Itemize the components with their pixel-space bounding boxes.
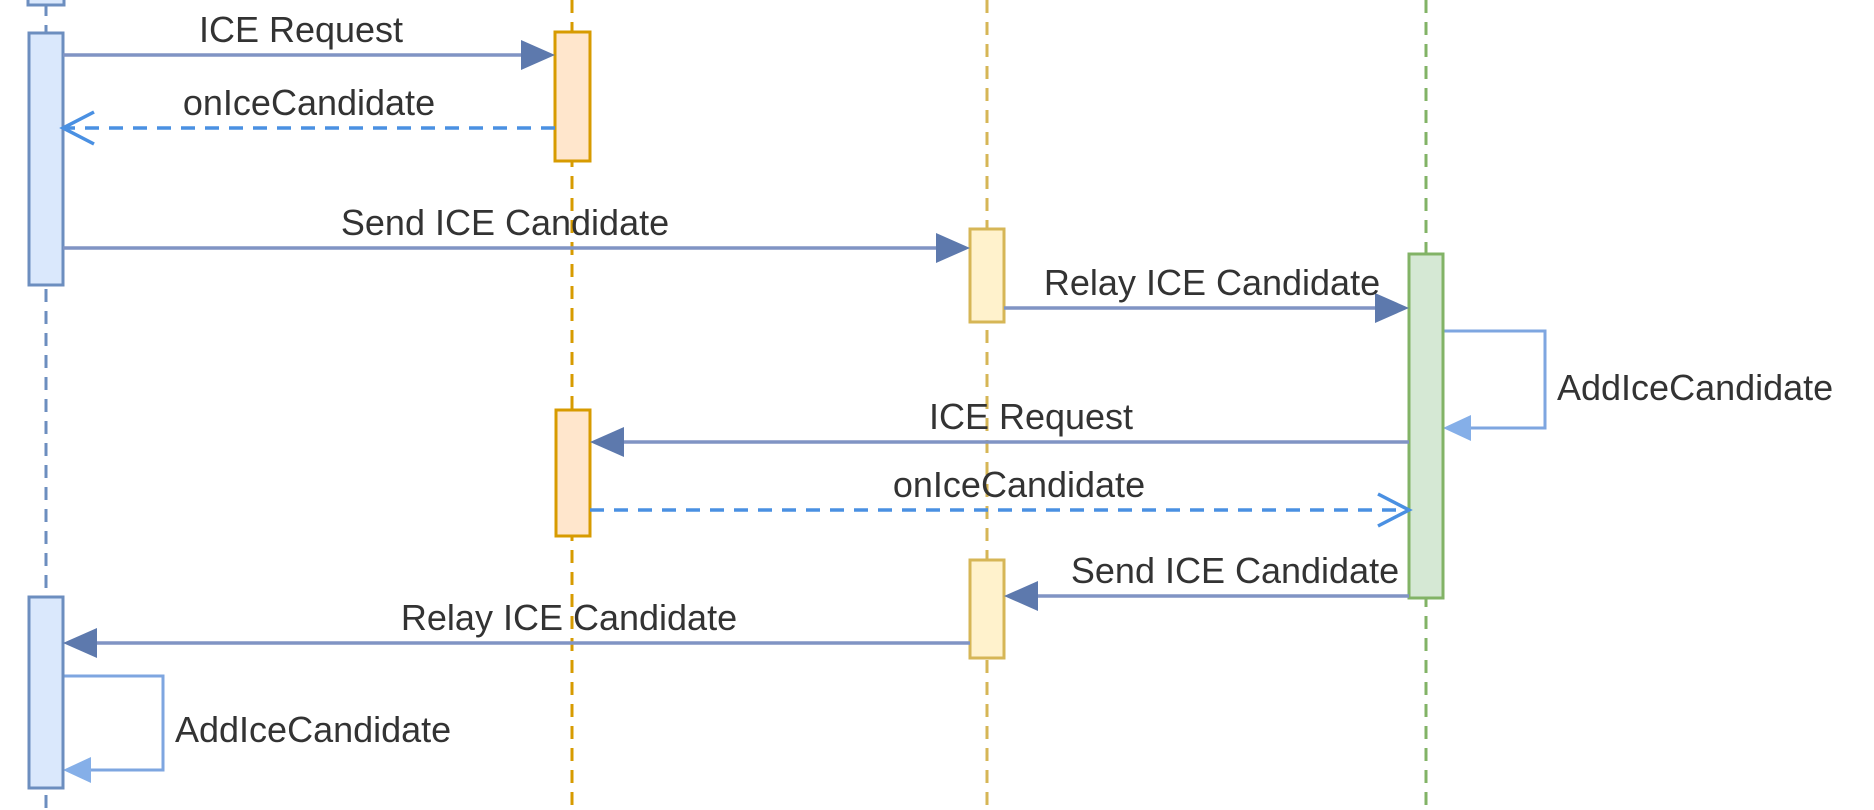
activation-signaling-server-1 [968,227,1006,324]
message-label-relay-ice-candidate-b: Relay ICE Candidate [1044,262,1380,303]
activation-stun-server-1 [553,30,592,163]
message-arrowhead-send-ice-candidate-b [1004,581,1038,611]
activation-client-b-1 [1407,252,1445,600]
self-message-arrowhead-add-ice-candidate-a [63,757,91,783]
activation-signaling-server-2 [968,558,1006,660]
self-message-arrowhead-add-ice-candidate-b [1443,415,1471,441]
message-label-send-ice-candidate-b: Send ICE Candidate [1071,550,1399,591]
message-label-send-ice-candidate-a: Send ICE Candidate [341,202,669,243]
participant-box-client-a [26,0,66,7]
self-message-label-add-ice-candidate-a: AddIceCandidate [175,709,451,750]
activation-client-a-1 [27,31,65,287]
message-arrowhead-relay-ice-candidate-a [63,628,97,658]
self-message-line-add-ice-candidate-a [63,674,165,772]
message-open-arrowhead-on-ice-candidate-a [59,110,95,146]
message-arrowhead-relay-ice-candidate-b [1375,293,1409,323]
self-message-label-add-ice-candidate-b: AddIceCandidate [1557,367,1833,408]
message-arrowhead-ice-request-b [590,427,624,457]
message-arrowhead-ice-request-a [521,40,555,70]
message-arrowhead-send-ice-candidate-a [936,233,970,263]
activation-stun-server-2 [554,408,592,538]
activation-client-a-2 [27,595,65,790]
self-message-line-add-ice-candidate-b [1443,329,1547,430]
message-open-arrowhead-on-ice-candidate-b [1377,492,1413,528]
message-label-on-ice-candidate-a: onIceCandidate [183,82,435,123]
message-label-ice-request-a: ICE Request [199,9,403,50]
message-label-relay-ice-candidate-a: Relay ICE Candidate [401,597,737,638]
message-label-ice-request-b: ICE Request [929,396,1133,437]
message-label-on-ice-candidate-b: onIceCandidate [893,464,1145,505]
